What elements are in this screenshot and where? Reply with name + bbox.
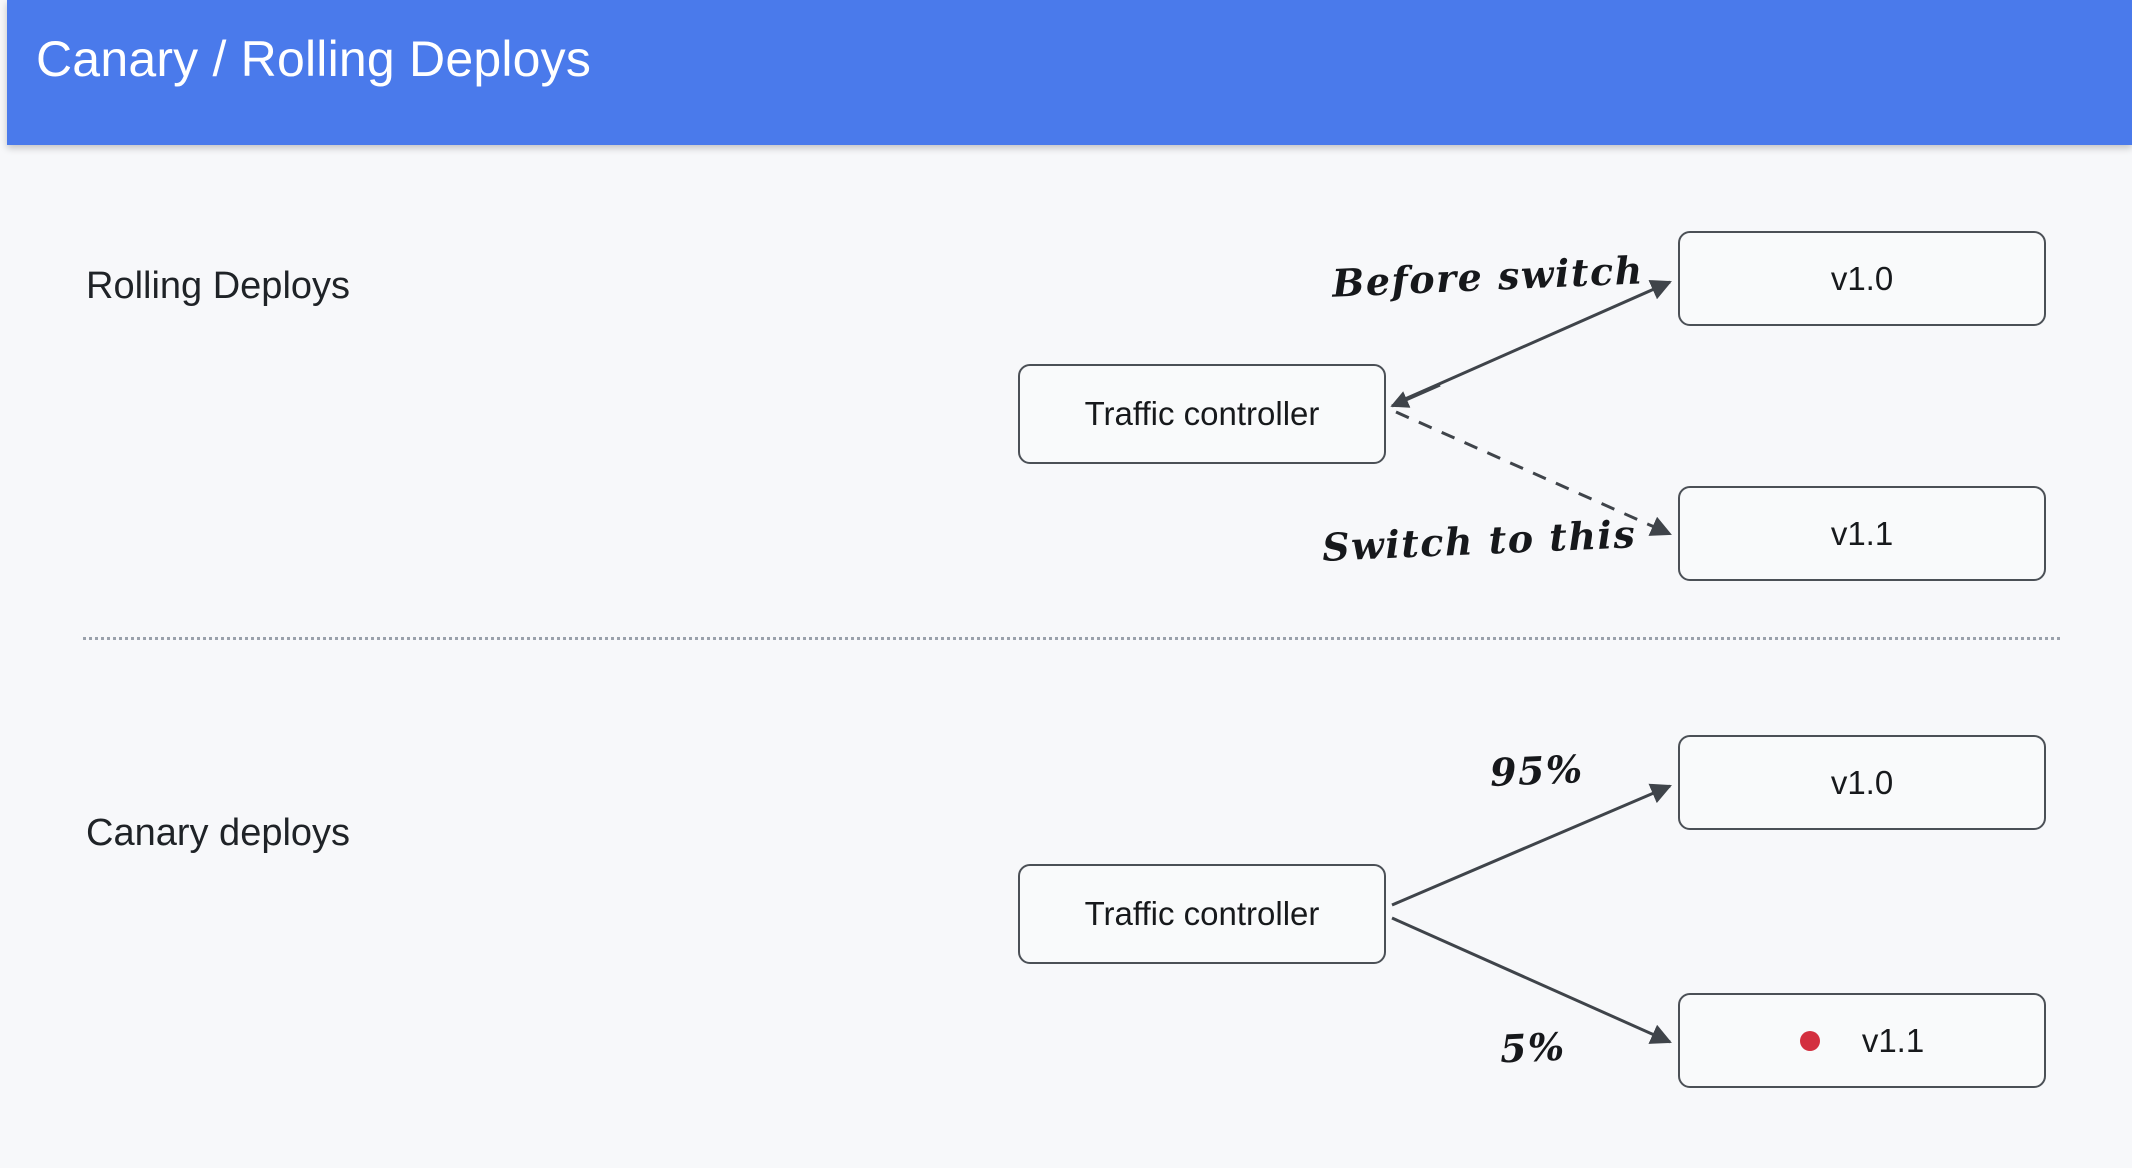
edge-canary-controller-to-v11 [1391, 916, 1672, 1044]
edge-canary-controller-to-v10 [1391, 783, 1672, 907]
node-rolling-version-v1-0[interactable]: v1.0 [1678, 231, 2046, 326]
node-canary-version-v1-1-label: v1.1 [1861, 1021, 1925, 1059]
node-canary-traffic-controller[interactable]: Traffic controller [1018, 864, 1386, 964]
node-canary-version-v1-1[interactable]: v1.1 [1678, 993, 2046, 1088]
annotation-traffic-split-5: 5% [1499, 1023, 1567, 1072]
node-rolling-version-v1-1[interactable]: v1.1 [1678, 486, 2046, 581]
node-rolling-traffic-controller[interactable]: Traffic controller [1018, 364, 1386, 464]
annotation-traffic-split-95: 95% [1489, 745, 1585, 796]
annotation-before-switch: Before switch [1331, 247, 1645, 306]
slide-header-bar: Canary / Rolling Deploys [7, 0, 2132, 145]
status-dot-icon [1799, 1030, 1820, 1051]
edge-rolling-controller-inbound-head [1390, 383, 1441, 408]
section-label-rolling-deploys: Rolling Deploys [86, 265, 351, 307]
node-canary-version-v1-0[interactable]: v1.0 [1678, 735, 2046, 830]
section-divider [83, 637, 2060, 640]
page-title: Canary / Rolling Deploys [36, 31, 592, 87]
annotation-switch-to-this: Switch to this [1321, 511, 1638, 570]
section-label-canary-deploys: Canary deploys [86, 812, 351, 854]
